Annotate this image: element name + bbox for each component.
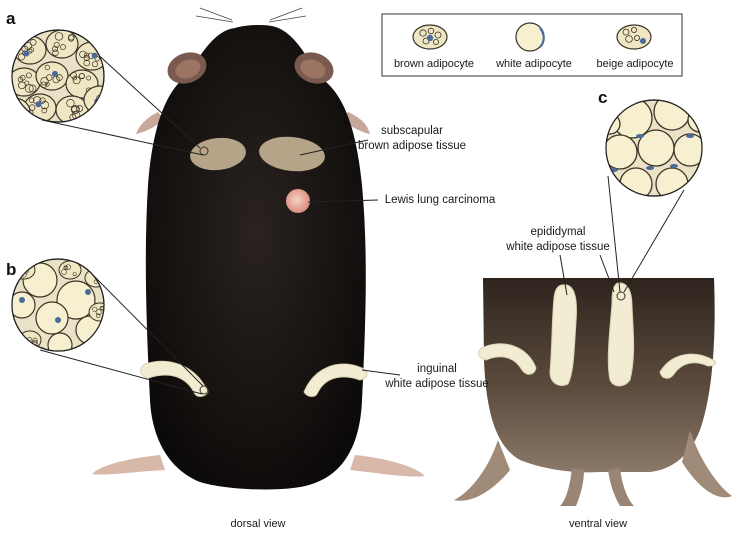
legend-label-white: white adipocyte: [495, 58, 572, 70]
ventral-mid-left-leg: [560, 468, 584, 506]
label-inguinal-1: inguinal: [417, 363, 457, 375]
label-lewis-lung-carcinoma: Lewis lung carcinoma: [385, 194, 496, 206]
ventral-mouse: [454, 278, 732, 506]
lewis-lung-tumor: [286, 189, 310, 213]
epididymal-wat-left: [550, 285, 576, 386]
ventral-mid-right-leg: [608, 468, 634, 506]
callout-c-line-2: [624, 190, 684, 292]
label-subscapular-1: subscapular: [381, 125, 443, 137]
label-inguinal-2: white adipose tissue: [384, 378, 489, 390]
dorsal-body: [146, 25, 366, 490]
dorsal-mouse: [92, 8, 425, 489]
label-subscapular-2: brown adipose tissue: [358, 140, 466, 152]
left-hind-foot: [92, 455, 165, 475]
white-cell: [654, 94, 690, 130]
label-epididymal-1: epididymal: [531, 226, 586, 238]
inguinal-pointer: [362, 370, 400, 375]
callout-c-line-1: [608, 176, 620, 292]
epididymal-wat-right: [608, 283, 633, 386]
label-ventral-view: ventral view: [569, 518, 627, 530]
white-adipocyte-icon: [516, 23, 544, 51]
label-epididymal-2: white adipose tissue: [505, 241, 610, 253]
magnified-beige-tissue: [9, 259, 111, 357]
ventral-body: [483, 278, 715, 472]
white-cell: [688, 108, 712, 132]
panel-letter-a: a: [6, 9, 16, 28]
panel-letter-b: b: [6, 260, 16, 279]
right-hind-foot: [350, 455, 425, 477]
brown-cell: [0, 98, 30, 126]
ventral-left-leg: [454, 440, 510, 501]
ventral-right-leg: [682, 430, 732, 497]
whiskers: [196, 8, 306, 22]
white-cell: [36, 302, 68, 334]
beige-adipocyte-icon: [617, 25, 651, 49]
legend-label-beige: beige adipocyte: [596, 58, 673, 70]
legend-label-brown: brown adipocyte: [394, 58, 474, 70]
magnified-brown-tissue: [0, 30, 116, 126]
label-dorsal-view: dorsal view: [230, 518, 285, 530]
panel-letter-c: c: [598, 88, 607, 107]
white-cell: [23, 263, 57, 297]
legend: brown adipocyte white adipocyte beige ad…: [382, 14, 682, 76]
magnified-white-tissue: [600, 94, 712, 200]
brown-adipocyte-icon: [413, 25, 447, 49]
